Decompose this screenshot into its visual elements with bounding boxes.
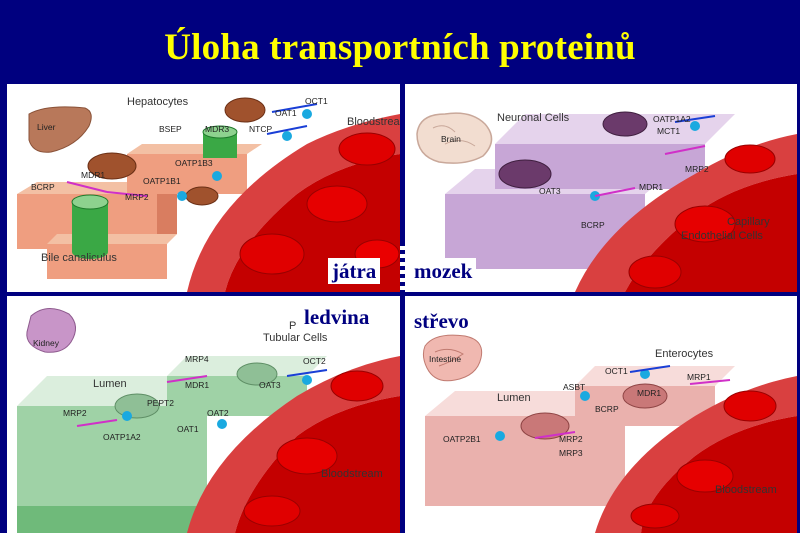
panel-divider bbox=[7, 292, 797, 296]
transporter-label: MDR1 bbox=[637, 388, 662, 398]
transporter-label: BSEP bbox=[159, 124, 182, 134]
transporter-label: MRP2 bbox=[685, 164, 709, 174]
transporter-label: PEPT2 bbox=[147, 398, 174, 408]
liver-illustration bbox=[17, 97, 400, 292]
transporter-label: MRP2 bbox=[559, 434, 583, 444]
intestine-illustration bbox=[422, 334, 797, 533]
transporter-label: MDR1 bbox=[185, 380, 210, 390]
transporter-label: BCRP bbox=[595, 404, 619, 414]
transporter-label: MRP2 bbox=[63, 408, 87, 418]
intestine-cells-label: Enterocytes bbox=[655, 348, 714, 360]
transporter-label: OCT1 bbox=[605, 366, 628, 376]
brain-endothelial-label: Endothelial Cells bbox=[681, 230, 763, 242]
liver-cells-label: Hepatocytes bbox=[127, 96, 189, 108]
transporter-label: OATP1B3 bbox=[175, 158, 213, 168]
transporter-label: MRP4 bbox=[185, 354, 209, 364]
brain-illustration bbox=[416, 111, 797, 292]
panel-divider bbox=[400, 84, 405, 533]
brain-panel: Brain Neuronal Cells Capillary Endotheli… bbox=[405, 84, 797, 292]
intestine-lumen-label: Lumen bbox=[497, 392, 531, 404]
transporter-label: MRP2 bbox=[125, 192, 149, 202]
transporter-label: NTCP bbox=[249, 124, 273, 134]
kidney-organ-label: Kidney bbox=[33, 338, 59, 348]
slide-title: Úloha transportních proteinů bbox=[164, 27, 636, 68]
transporter-label: OAT3 bbox=[539, 186, 561, 196]
brain-cells-label: Neuronal Cells bbox=[497, 112, 570, 124]
transporter-label: OATP2B1 bbox=[443, 434, 481, 444]
kidney-cells-label-2: Tubular Cells bbox=[263, 332, 328, 344]
transporter-label: OAT2 bbox=[207, 408, 229, 418]
transporter-label: MDR1 bbox=[81, 170, 106, 180]
label-jatra: játra bbox=[328, 258, 381, 284]
transporter-label: OCT2 bbox=[303, 356, 326, 366]
transporter-label: MRP1 bbox=[687, 372, 711, 382]
center-marker bbox=[400, 246, 405, 290]
transporter-label: MDR1 bbox=[639, 182, 664, 192]
transporter-label: OATP1B1 bbox=[143, 176, 181, 186]
transporter-label: OAT1 bbox=[177, 424, 199, 434]
brain-capillary-label: Capillary bbox=[727, 216, 770, 228]
transporter-label: BCRP bbox=[581, 220, 605, 230]
label-strevo: střevo bbox=[410, 308, 473, 334]
liver-panel: Liver Hepatocytes Bloodstream Bile canal… bbox=[7, 84, 400, 292]
transporter-label: OAT3 bbox=[259, 380, 281, 390]
label-mozek: mozek bbox=[410, 258, 477, 284]
liver-organ-label: Liver bbox=[37, 122, 56, 132]
kidney-blood-label: Bloodstream bbox=[321, 468, 383, 480]
intestine-panel: Intestine Enterocytes Lumen Bloodstream … bbox=[405, 296, 797, 533]
transporter-label: MCT1 bbox=[657, 126, 681, 136]
liver-canal-label: Bile canaliculus bbox=[41, 252, 117, 264]
transporter-label: OATP1A2 bbox=[653, 114, 691, 124]
intestine-blood-label: Bloodstream bbox=[715, 484, 777, 496]
transporter-label: MDR3 bbox=[205, 124, 230, 134]
kidney-lumen-label: Lumen bbox=[93, 378, 127, 390]
kidney-illustration bbox=[17, 308, 400, 533]
transporter-label: OATP1A2 bbox=[103, 432, 141, 442]
transporter-label: ASBT bbox=[563, 382, 586, 392]
kidney-panel: Kidney P Tubular Cells Lumen Bloodstream… bbox=[7, 296, 400, 533]
label-ledvina: ledvina bbox=[300, 304, 374, 330]
transporter-label: BCRP bbox=[31, 182, 55, 192]
transporter-label: OAT1 bbox=[275, 108, 297, 118]
kidney-cells-label-1: P bbox=[289, 320, 297, 332]
intestine-organ-label: Intestine bbox=[429, 354, 462, 364]
transporter-label: OCT1 bbox=[305, 96, 328, 106]
brain-organ-label: Brain bbox=[441, 134, 461, 144]
transporter-label: MRP3 bbox=[559, 448, 583, 458]
liver-blood-label: Bloodstream bbox=[347, 116, 400, 128]
